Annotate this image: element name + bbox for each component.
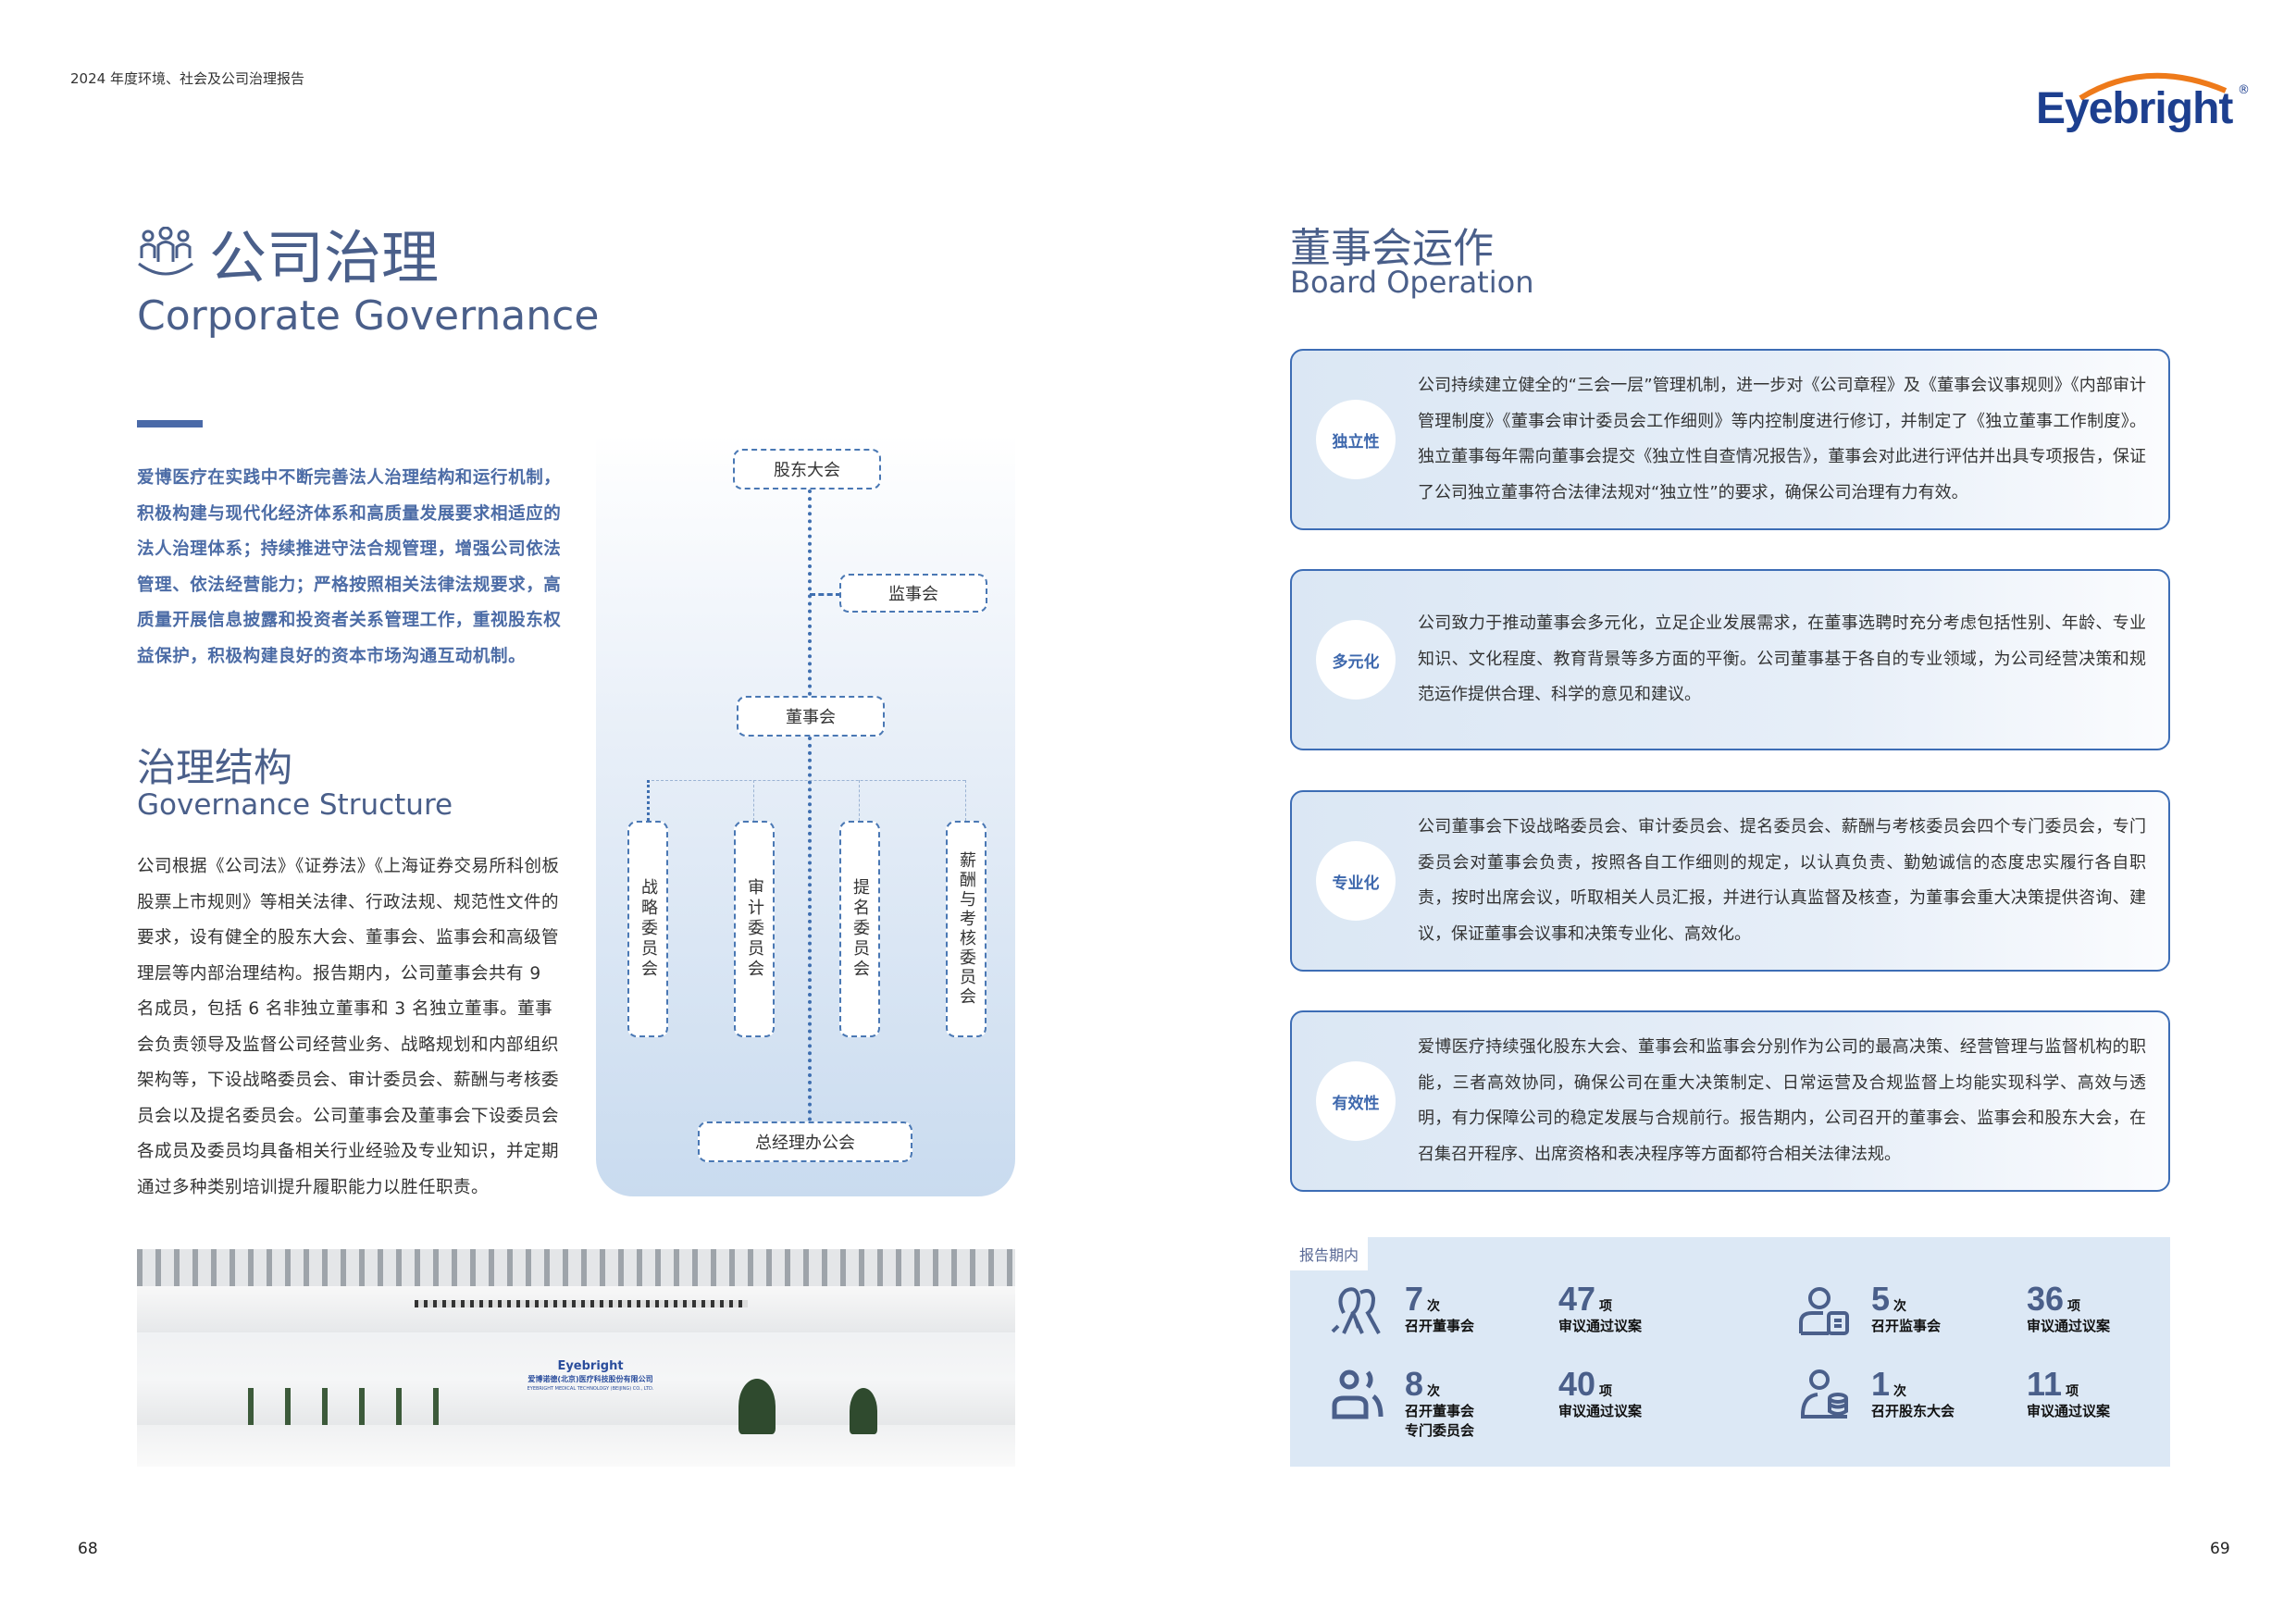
stat-desc: 审议通过议案: [1558, 1318, 1643, 1334]
card-label: 专业化: [1316, 841, 1396, 921]
stat-desc: 审议通过议案: [1558, 1403, 1643, 1419]
accent-bar: [137, 420, 203, 427]
card-label: 有效性: [1316, 1061, 1396, 1141]
card-label: 独立性: [1316, 400, 1396, 479]
shareholder-icon: [1801, 1369, 1848, 1419]
stat-unit: 项: [2067, 1299, 2081, 1314]
stat-desc: 召开董事会专门委员会: [1405, 1403, 1475, 1439]
stat-unit: 次: [1893, 1299, 1907, 1314]
card-text: 公司持续建立健全的“三会一层”管理机制，进一步对《公司章程》及《董事会议事规则》…: [1418, 375, 2146, 502]
board-title-cn: 董事会运作: [1290, 225, 1494, 272]
org-node-nomination-committee: 提名委员会: [839, 821, 880, 1037]
photo-sign-company-cn: 爱博诺德(北京)医疗科技股份有限公司: [527, 1375, 653, 1383]
photo-sign-company-en: EYEBRIGHT MEDICAL TECHNOLOGY (BEIJING) C…: [527, 1386, 654, 1392]
photo-sign: Eyebright 爱博诺德(北京)医疗科技股份有限公司 EYEBRIGHT M…: [479, 1358, 701, 1418]
connector: [859, 780, 860, 821]
stat-unit: 次: [1427, 1299, 1441, 1314]
org-node-audit-committee: 审计委员会: [734, 821, 775, 1037]
subtitle-en: Governance Structure: [137, 788, 453, 822]
connector: [808, 489, 812, 696]
board-title-en: Board Operation: [1290, 265, 1534, 300]
connector: [647, 780, 965, 781]
org-chart: 股东大会 监事会 董事会 战略委员会 审计委员会 提名委员会 薪酬与考核委员会 …: [596, 434, 1015, 1196]
stat-count: 5: [1871, 1280, 1891, 1318]
stat-count: 40: [1558, 1365, 1596, 1403]
stat-count: 8: [1405, 1365, 1424, 1403]
people-group-icon: [138, 227, 193, 276]
stat-unit: 项: [1599, 1384, 1613, 1399]
org-node-gm-office: 总经理办公会: [698, 1121, 912, 1162]
connector: [808, 737, 812, 1121]
connector: [647, 780, 650, 821]
stat-unit: 项: [1599, 1299, 1613, 1314]
connector: [965, 780, 966, 821]
stat-desc: 审议通过议案: [2027, 1403, 2111, 1419]
stat-unit: 项: [2066, 1384, 2079, 1399]
stat-desc: 召开股东大会: [1871, 1403, 1955, 1419]
supervisor-icon: [1799, 1287, 1849, 1335]
page-number-left: 68: [78, 1540, 98, 1558]
stat-desc: 召开监事会: [1871, 1318, 1942, 1334]
logo-text: Eyebright: [2036, 84, 2233, 133]
connector: [753, 780, 754, 821]
committee-icon: [1332, 1369, 1384, 1419]
section-title: 公司治理: [137, 211, 439, 294]
stat-unit: 次: [1427, 1384, 1441, 1399]
logo-arc-icon: [2079, 72, 2228, 100]
stat-count: 1: [1871, 1365, 1891, 1403]
board-meeting-icon: [1331, 1287, 1381, 1334]
stat-count: 7: [1405, 1280, 1424, 1318]
connector: [810, 593, 841, 596]
stat-count: 47: [1558, 1280, 1596, 1318]
card-text: 公司董事会下设战略委员会、审计委员会、提名委员会、薪酬与考核委员会四个专门委员会…: [1418, 816, 2146, 944]
card-effectiveness: 有效性 爱博医疗持续强化股东大会、董事会和监事会分别作为公司的最高决策、经营管理…: [1290, 1010, 2170, 1192]
stat-count: 36: [2027, 1280, 2065, 1318]
card-text: 爱博医疗持续强化股东大会、董事会和监事会分别作为公司的最高决策、经营管理与监督机…: [1418, 1036, 2146, 1164]
org-node-strategy-committee: 战略委员会: [627, 821, 668, 1037]
photo-sign-brand: Eyebright: [557, 1359, 624, 1373]
org-node-supervisors: 监事会: [839, 574, 987, 613]
stat-unit: 次: [1893, 1384, 1907, 1399]
card-label: 多元化: [1316, 620, 1396, 700]
org-node-board: 董事会: [737, 696, 885, 737]
title-en: Corporate Governance: [137, 292, 600, 340]
eyebright-logo: Eyebright ®: [2036, 63, 2267, 137]
card-diversity: 多元化 公司致力于推动董事会多元化，立足企业发展需求，在董事选聘时充分考虑包括性…: [1290, 569, 2170, 750]
org-node-remuneration-committee: 薪酬与考核委员会: [946, 821, 987, 1037]
report-title: 2024 年度环境、社会及公司治理报告: [70, 70, 304, 87]
lead-paragraph: 爱博医疗在实践中不断完善法人治理结构和运行机制，积极构建与现代化经济体系和高质量…: [137, 468, 562, 666]
stats-label: 报告期内: [1290, 1237, 1369, 1270]
lobby-photo: Eyebright 爱博诺德(北京)医疗科技股份有限公司 EYEBRIGHT M…: [137, 1249, 1015, 1467]
title-cn: 公司治理: [209, 224, 440, 291]
subtitle-cn: 治理结构: [137, 745, 293, 790]
stat-desc: 召开董事会: [1405, 1318, 1475, 1334]
body-paragraph: 公司根据《公司法》《证券法》《上海证券交易所科创板股票上市规则》等相关法律、行政…: [137, 857, 560, 1197]
stat-desc: 审议通过议案: [2027, 1318, 2111, 1334]
registered-mark: ®: [2238, 83, 2250, 97]
org-node-shareholders: 股东大会: [733, 449, 881, 489]
card-professionalism: 专业化 公司董事会下设战略委员会、审计委员会、提名委员会、薪酬与考核委员会四个专…: [1290, 790, 2170, 972]
stat-count: 11: [2027, 1365, 2063, 1403]
card-independence: 独立性 公司持续建立健全的“三会一层”管理机制，进一步对《公司章程》及《董事会议…: [1290, 349, 2170, 530]
page-number-right: 69: [2210, 1540, 2230, 1558]
card-text: 公司致力于推动董事会多元化，立足企业发展需求，在董事选聘时充分考虑包括性别、年龄…: [1418, 613, 2146, 705]
